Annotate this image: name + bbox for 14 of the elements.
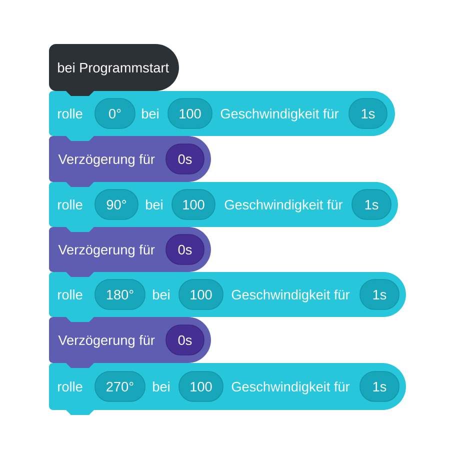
value-field: 1s: [348, 98, 388, 129]
value-field: 1s: [360, 371, 400, 402]
value-field: 100: [172, 189, 216, 220]
value-field: 100: [178, 371, 224, 402]
value-field: 0°: [94, 98, 136, 129]
start-block: bei Programmstart: [49, 44, 179, 96]
value-field: 0s: [166, 144, 204, 174]
value-field: 100: [168, 98, 212, 129]
value-field: 1s: [352, 189, 392, 220]
value-field: 0s: [166, 234, 204, 265]
value-field: 100: [178, 279, 224, 310]
value-field: 1s: [360, 279, 400, 310]
value-field: 0s: [166, 324, 204, 356]
value-field: 90°: [94, 189, 138, 220]
